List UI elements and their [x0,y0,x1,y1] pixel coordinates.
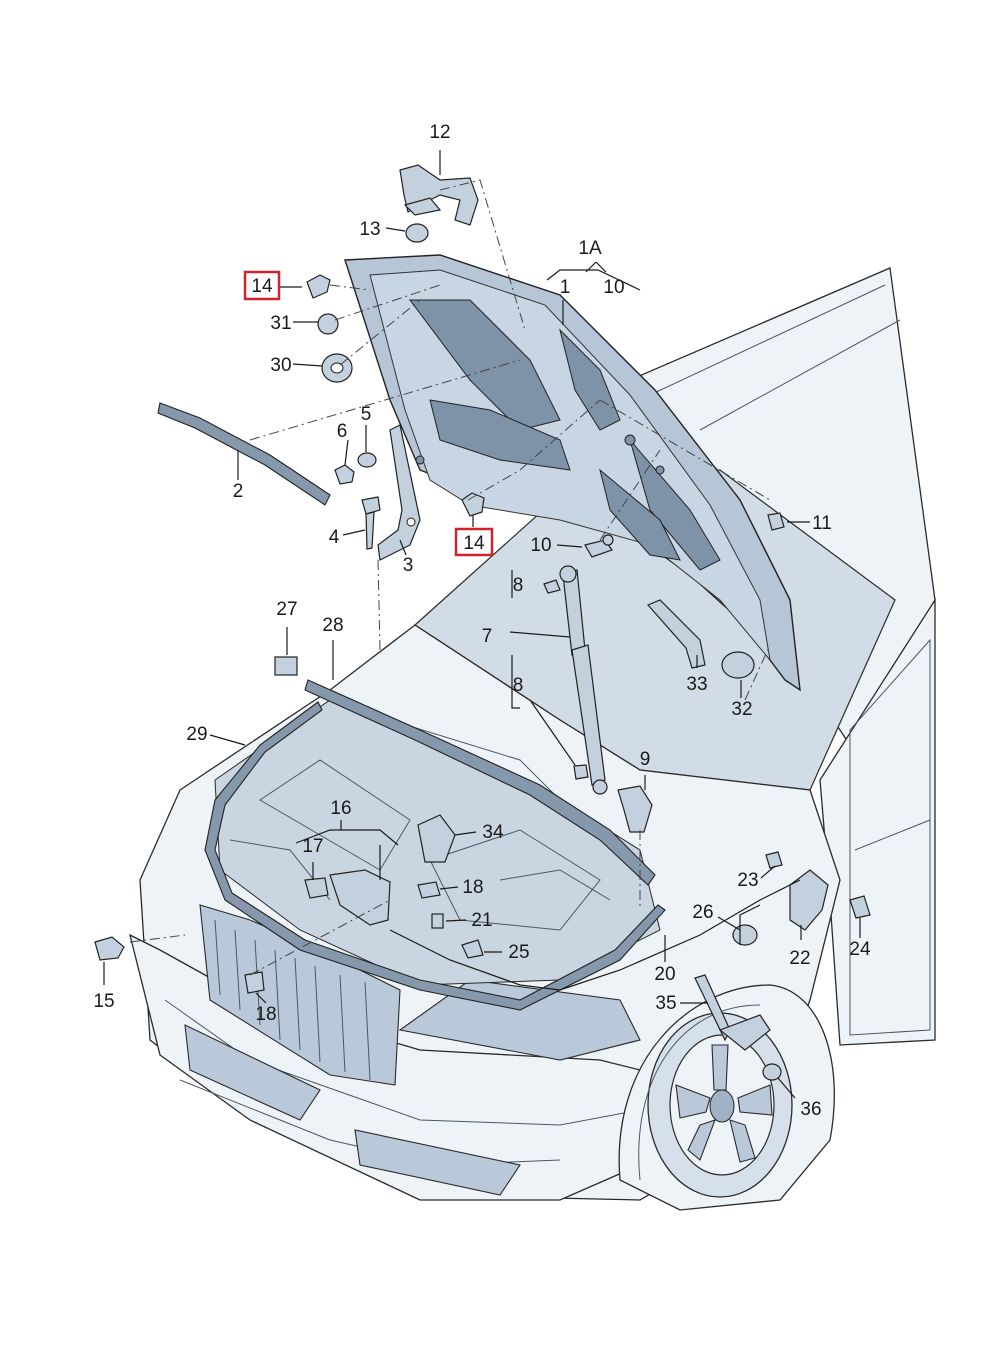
callout-14-lower: 14 [463,533,485,554]
callout-15: 15 [93,991,114,1012]
callout-27: 27 [276,599,297,620]
callout-7: 7 [482,626,493,647]
leader-lines [103,150,861,1099]
callout-3: 3 [403,555,414,576]
reference-lines [129,179,771,976]
callout-10-lower: 10 [530,535,551,556]
callout-21: 21 [471,910,492,931]
callout-8-upper: 8 [513,575,524,596]
hood-panel [344,254,801,692]
callout-32: 32 [731,699,752,720]
callout-36: 36 [800,1099,821,1120]
callout-33: 33 [686,674,707,695]
seals [157,402,666,1011]
callout-5: 5 [361,404,372,425]
callout-31: 31 [270,313,291,334]
callout-26: 26 [692,902,713,923]
callout-6: 6 [337,421,348,442]
parts [94,164,871,1081]
callout-1: 1 [560,277,571,298]
callout-16: 16 [330,798,351,819]
callout-11: 11 [812,513,832,534]
callout-24: 24 [849,939,871,960]
car-body-illustration [129,267,936,1211]
callout-22: 22 [789,948,810,969]
callout-30: 30 [270,355,291,376]
callout-17: 17 [302,836,323,857]
callout-9: 9 [640,749,651,770]
callout-23: 23 [737,870,758,891]
callout-13: 13 [359,219,380,240]
callout-35: 35 [655,993,676,1014]
highlight-box-14-upper [243,270,281,301]
callout-29: 29 [186,724,207,745]
highlight-box-14-lower [454,527,494,557]
callout-12: 12 [429,122,450,143]
callout-25: 25 [508,942,529,963]
callout-20: 20 [654,964,675,985]
callout-1A: 1A [578,238,602,259]
callout-8-lower: 8 [513,675,524,696]
callout-10-upper: 10 [603,277,624,298]
callout-28: 28 [322,615,343,636]
callout-2: 2 [233,481,244,502]
callout-34: 34 [482,822,504,843]
callout-labels: 12 13 14 1A 1 10 31 30 6 5 2 4 3 14 10 1… [93,122,871,1120]
callout-18-lower: 18 [255,1004,276,1025]
callout-4: 4 [329,527,340,548]
callout-18-upper: 18 [462,877,483,898]
callout-14-upper: 14 [251,276,273,297]
